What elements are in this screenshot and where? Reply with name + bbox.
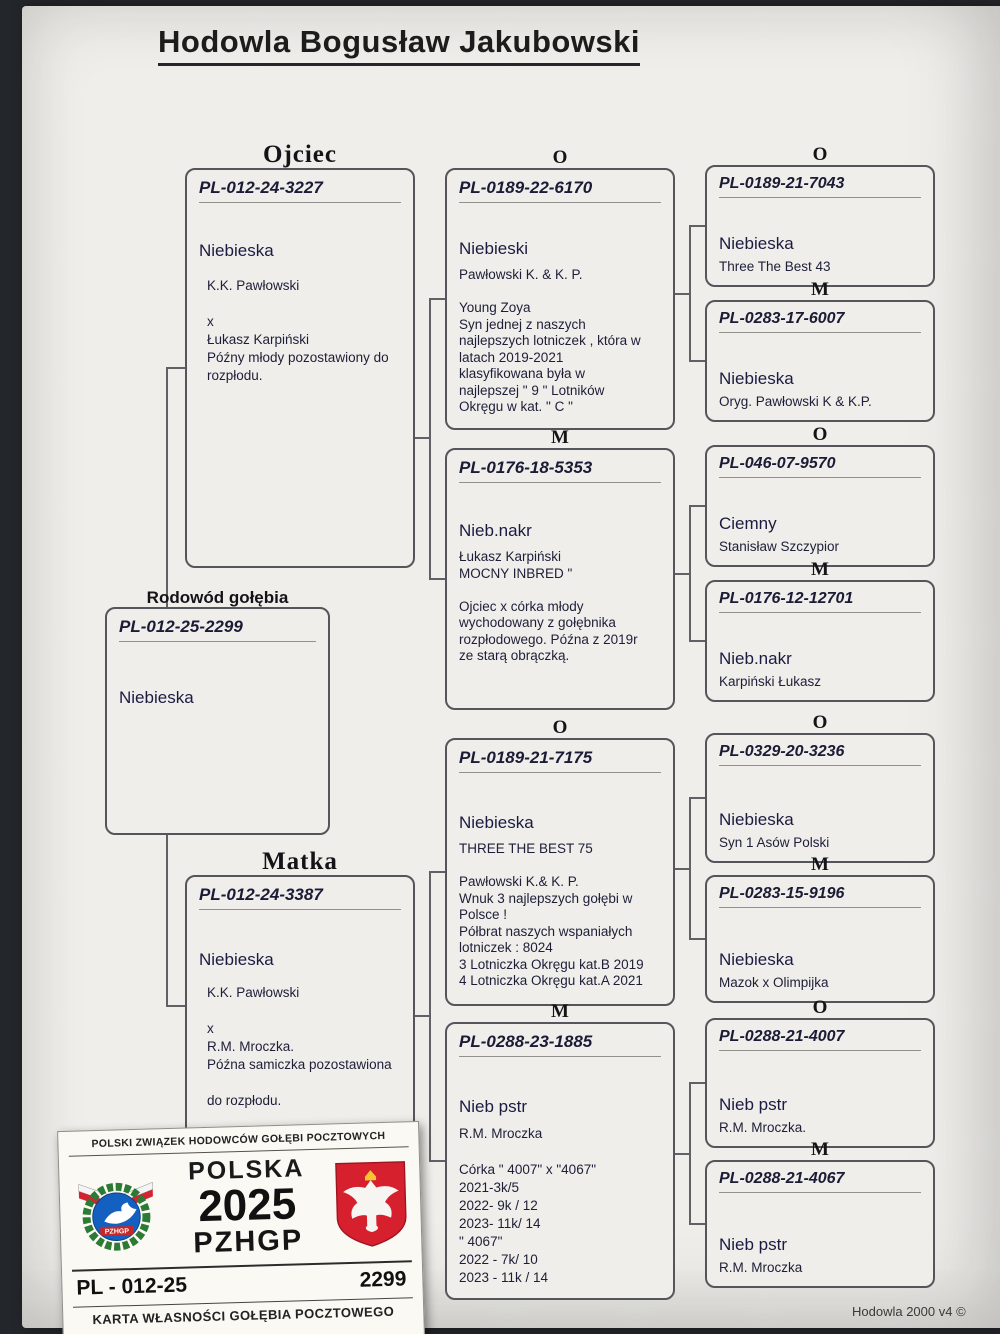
- color-name: Niebieska: [459, 813, 534, 832]
- sex-label: O: [552, 717, 568, 738]
- spacer: [719, 198, 921, 234]
- poland-eagle-emblem-icon: [335, 1161, 407, 1247]
- spacer: [719, 613, 921, 649]
- color-name: Nieb pstr: [459, 1097, 528, 1116]
- ring-number: PL-0283-17-6007: [719, 310, 921, 333]
- spacer: [719, 478, 921, 514]
- details-text: Pawłowski K. & K. P. Young Zoya Syn jedn…: [459, 267, 641, 414]
- sex-label: O: [812, 144, 828, 165]
- card-caption: KARTA WŁASNOŚCI GOŁĘBIA POCZTOWEGO: [72, 1297, 414, 1328]
- father-box-label: Ojciec: [262, 141, 338, 168]
- software-credit: Hodowla 2000 v4 ©: [852, 1304, 966, 1319]
- mother-box: Matka PL-012-24-3387 Niebieska K.K. Pawł…: [185, 848, 415, 1137]
- page-title: Hodowla Bogusław Jakubowski: [158, 24, 641, 66]
- color-name: Nieb.nakr: [719, 649, 792, 668]
- father-details-text: K.K. Pawłowski x Łukasz Karpiński Późny …: [207, 278, 389, 383]
- owner-name: Syn 1 Asów Polski: [719, 835, 830, 850]
- granddam-maternal-box: M PL-0288-23-1885 Nieb pstr R.M. Mroczka…: [445, 1001, 675, 1300]
- ring-number: PL-0189-21-7175: [459, 748, 661, 773]
- root-pigeon-box: Rodowód gołębia PL-012-25-2299 Niebieska: [105, 588, 330, 835]
- mother-details-text: K.K. Pawłowski x R.M. Mroczka. Późna sam…: [207, 985, 392, 1108]
- root-color-name: Niebieska: [119, 688, 194, 707]
- color-name: Niebieska: [719, 234, 794, 253]
- owner-name: Three The Best 43: [719, 259, 831, 274]
- ancestor-box-8: M PL-0288-21-4067 Nieb pstr R.M. Mroczka: [705, 1139, 935, 1288]
- color-name: Niebieska: [719, 810, 794, 829]
- root-ring-number: PL-012-25-2299: [119, 617, 316, 642]
- card-ring-row: PL - 012-25 2299: [71, 1260, 413, 1303]
- ring-number: PL-0176-12-12701: [719, 590, 921, 613]
- sex-label: M: [811, 279, 829, 300]
- color-name: Ciemny: [719, 514, 777, 533]
- owner-name: Karpiński Łukasz: [719, 674, 822, 689]
- card-year-label: 2025: [197, 1178, 297, 1231]
- ring-number: PL-0329-20-3236: [719, 743, 921, 766]
- ancestor-box-1: O PL-0189-21-7043 Niebieska Three The Be…: [705, 144, 935, 287]
- sex-label: M: [551, 1001, 569, 1022]
- ring-number: PL-0288-23-1885: [459, 1032, 661, 1057]
- ring-number: PL-0288-21-4067: [719, 1170, 921, 1193]
- svg-text:PZHGP: PZHGP: [105, 1228, 130, 1236]
- spacer: [719, 333, 921, 369]
- sex-label: O: [552, 147, 568, 168]
- card-org-label: PZHGP: [192, 1224, 304, 1260]
- ownership-card: POLSKI ZWIĄZEK HODOWCÓW GOŁĘBI POCZTOWYC…: [57, 1120, 425, 1334]
- spacer: [719, 766, 921, 810]
- mother-box-label: Matka: [262, 848, 338, 875]
- card-ring-series: PL - 012-25: [76, 1273, 188, 1300]
- ring-number: PL-0189-22-6170: [459, 178, 661, 203]
- owner-name: Stanisław Szczypior: [719, 539, 840, 554]
- details-text: Łukasz Karpiński MOCNY INBRED " Ojciec x…: [459, 549, 638, 663]
- mother-ring-number: PL-012-24-3387: [199, 885, 401, 910]
- ancestor-box-3: O PL-046-07-9570 Ciemny Stanisław Szczyp…: [705, 424, 935, 567]
- father-color-name: Niebieska: [199, 241, 274, 260]
- grandsire-maternal-box: O PL-0189-21-7175 Niebieska THREE THE BE…: [445, 717, 675, 1006]
- ancestor-box-4: M PL-0176-12-12701 Nieb.nakr Karpiński Ł…: [705, 559, 935, 702]
- root-box-label: Rodowód gołębia: [146, 588, 289, 607]
- granddam-paternal-box: M PL-0176-18-5353 Nieb.nakr Łukasz Karpi…: [445, 427, 675, 710]
- owner-name: R.M. Mroczka: [719, 1260, 803, 1275]
- ancestor-box-2: M PL-0283-17-6007 Niebieska Oryg. Pawłow…: [705, 279, 935, 422]
- color-name: Nieb.nakr: [459, 521, 532, 540]
- card-title-block: POLSKA 2025 PZHGP: [159, 1154, 336, 1260]
- details-text: THREE THE BEST 75 Pawłowski K.& K. P. Wn…: [459, 841, 644, 988]
- ancestor-box-5: O PL-0329-20-3236 Niebieska Syn 1 Asów P…: [705, 712, 935, 863]
- ancestor-box-6: M PL-0283-15-9196 Niebieska Mazok x Olim…: [705, 854, 935, 1003]
- ring-number: PL-0288-21-4007: [719, 1028, 921, 1051]
- spacer: [719, 908, 921, 950]
- sex-label: O: [812, 712, 828, 733]
- card-emblems-row: PZHGP POLSKA 2025 PZHGP: [69, 1147, 412, 1264]
- color-name: Nieb pstr: [719, 1235, 788, 1254]
- color-name: Niebieska: [719, 369, 794, 388]
- color-name: Niebieski: [459, 239, 528, 258]
- sex-label: O: [812, 997, 828, 1018]
- owner-name: Mazok x Olimpijka: [719, 975, 829, 990]
- father-ring-number: PL-012-24-3227: [199, 178, 401, 203]
- color-name: Niebieska: [719, 950, 794, 969]
- sex-label: M: [551, 427, 569, 448]
- spacer: [719, 1051, 921, 1095]
- sex-label: M: [811, 1139, 829, 1160]
- details-text: R.M. Mroczka Córka " 4007" x "4067" 2021…: [459, 1126, 596, 1285]
- sex-label: M: [811, 559, 829, 580]
- grandsire-paternal-box: O PL-0189-22-6170 Niebieski Pawłowski K.…: [445, 147, 675, 430]
- ring-number: PL-0283-15-9196: [719, 885, 921, 908]
- ancestor-box-7: O PL-0288-21-4007 Nieb pstr R.M. Mroczka…: [705, 997, 935, 1148]
- card-ring-number: 2299: [359, 1267, 407, 1292]
- father-box: Ojciec PL-012-24-3227 Niebieska K.K. Paw…: [185, 141, 415, 568]
- pzhgp-logo-icon: PZHGP: [78, 1181, 153, 1251]
- ring-number: PL-0189-21-7043: [719, 175, 921, 198]
- color-name: Nieb pstr: [719, 1095, 788, 1114]
- spacer: [719, 1193, 921, 1235]
- ring-number: PL-046-07-9570: [719, 455, 921, 478]
- mother-color-name: Niebieska: [199, 950, 274, 969]
- owner-name: R.M. Mroczka.: [719, 1120, 807, 1135]
- ring-number: PL-0176-18-5353: [459, 458, 661, 483]
- owner-name: Oryg. Pawłowski K & K.P.: [719, 394, 872, 409]
- sex-label: O: [812, 424, 828, 445]
- sex-label: M: [811, 854, 829, 875]
